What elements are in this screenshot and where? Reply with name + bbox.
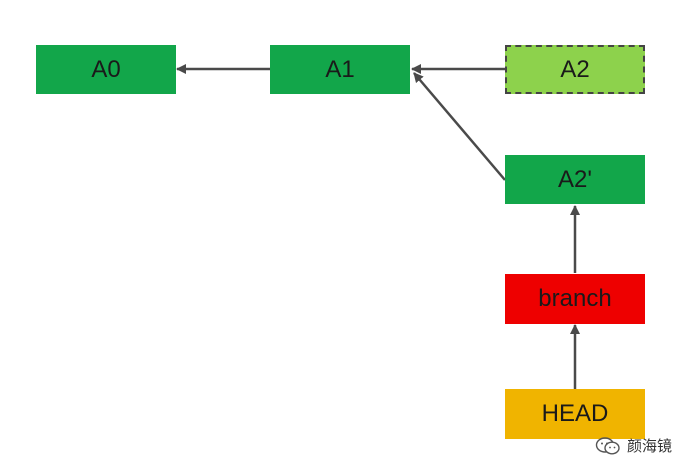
- watermark: 颜海镜: [595, 435, 672, 456]
- commit-a0-label: A0: [91, 55, 121, 83]
- wechat-logo-icon: [595, 436, 620, 455]
- branch-ref-node: branch: [505, 274, 645, 324]
- head-ref-node: HEAD: [505, 389, 645, 439]
- head-ref-label: HEAD: [541, 400, 609, 427]
- commit-a1-node: A1: [270, 45, 410, 94]
- commit-a1-label: A1: [325, 55, 355, 83]
- branch-ref-label: branch: [538, 285, 612, 312]
- commit-a0-node: A0: [36, 45, 176, 94]
- commit-a2-prime-label: A2': [558, 165, 592, 193]
- edge-a2prime-to-a1: [413, 72, 506, 181]
- watermark-text: 颜海镜: [626, 437, 672, 455]
- commit-a2-label: A2: [560, 55, 590, 83]
- commit-a2-orphaned-node: A2: [505, 45, 645, 94]
- commit-a2-prime-node: A2': [505, 155, 645, 204]
